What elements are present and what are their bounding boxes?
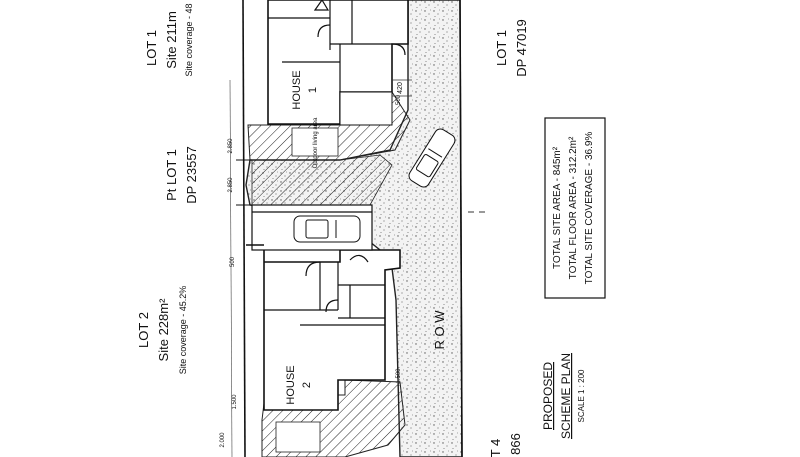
- hatched-open-space-middle: [251, 154, 393, 209]
- lot1-right-title: LOT 1: [494, 30, 509, 66]
- lot4-number: 866: [508, 433, 523, 455]
- house-1-number: 1: [307, 87, 319, 93]
- dim-2850a: 2.850: [228, 138, 234, 154]
- car-on-driveway-icon: [408, 128, 456, 188]
- house-2-footprint: [263, 248, 401, 411]
- dimension-line-left: [229, 79, 233, 457]
- dim-1500b: 1.500: [396, 368, 402, 384]
- lot2-coverage: Site coverage - 45.2%: [178, 286, 188, 375]
- outdoor-area-house1: [291, 127, 339, 157]
- lot1-top-coverage: Site coverage - 48: [184, 3, 194, 76]
- outdoor-area-house2: [275, 421, 321, 453]
- lot2-area: Site 228m²: [156, 298, 171, 362]
- pt-lot-title: Pt LOT 1: [164, 149, 179, 201]
- proposed-title: PROPOSED: [541, 362, 555, 430]
- scheme-plan-title: SCHEME PLAN: [559, 353, 573, 439]
- dim-2000: 2.000: [220, 432, 226, 448]
- house-1-deck: [339, 91, 393, 126]
- scale-label: SCALE 1 : 200: [577, 369, 586, 422]
- outdoor-area-label: Outdoor living area: [313, 117, 319, 168]
- lot1-top-area: Site 211m: [164, 11, 179, 69]
- total-site-coverage: TOTAL SITE COVERAGE - 36.9%: [584, 132, 595, 285]
- dim-500b: 500: [396, 94, 402, 105]
- boundary-right: [459, 0, 463, 457]
- lot2-title: LOT 2: [136, 312, 151, 348]
- totals-box: [544, 117, 606, 299]
- lot4-title: T 4: [488, 439, 503, 457]
- house-2-label: HOUSE: [285, 365, 297, 404]
- dim-420: 420: [397, 82, 404, 94]
- total-site-area: TOTAL SITE AREA - 845m²: [552, 146, 563, 269]
- house-2-internal-walls: [264, 254, 385, 326]
- dim-1500a: 1.500: [232, 394, 238, 410]
- lot1-top-title: LOT 1: [144, 30, 159, 66]
- row-label: R O W: [432, 310, 447, 350]
- car-in-carport-icon: [293, 215, 361, 243]
- boundary-left: [242, 0, 246, 457]
- house-1-label: HOUSE: [291, 70, 303, 109]
- lot1-right-dp: DP 47019: [514, 19, 529, 77]
- pt-lot-dp: DP 23557: [184, 146, 199, 204]
- dim-500a: 500: [230, 256, 236, 267]
- house-1-internal-walls: [268, 0, 406, 92]
- dim-2850b: 2.850: [228, 177, 234, 193]
- house-2-number: 2: [301, 382, 313, 388]
- total-floor-area: TOTAL FLOOR AREA - 312.2m²: [568, 136, 579, 279]
